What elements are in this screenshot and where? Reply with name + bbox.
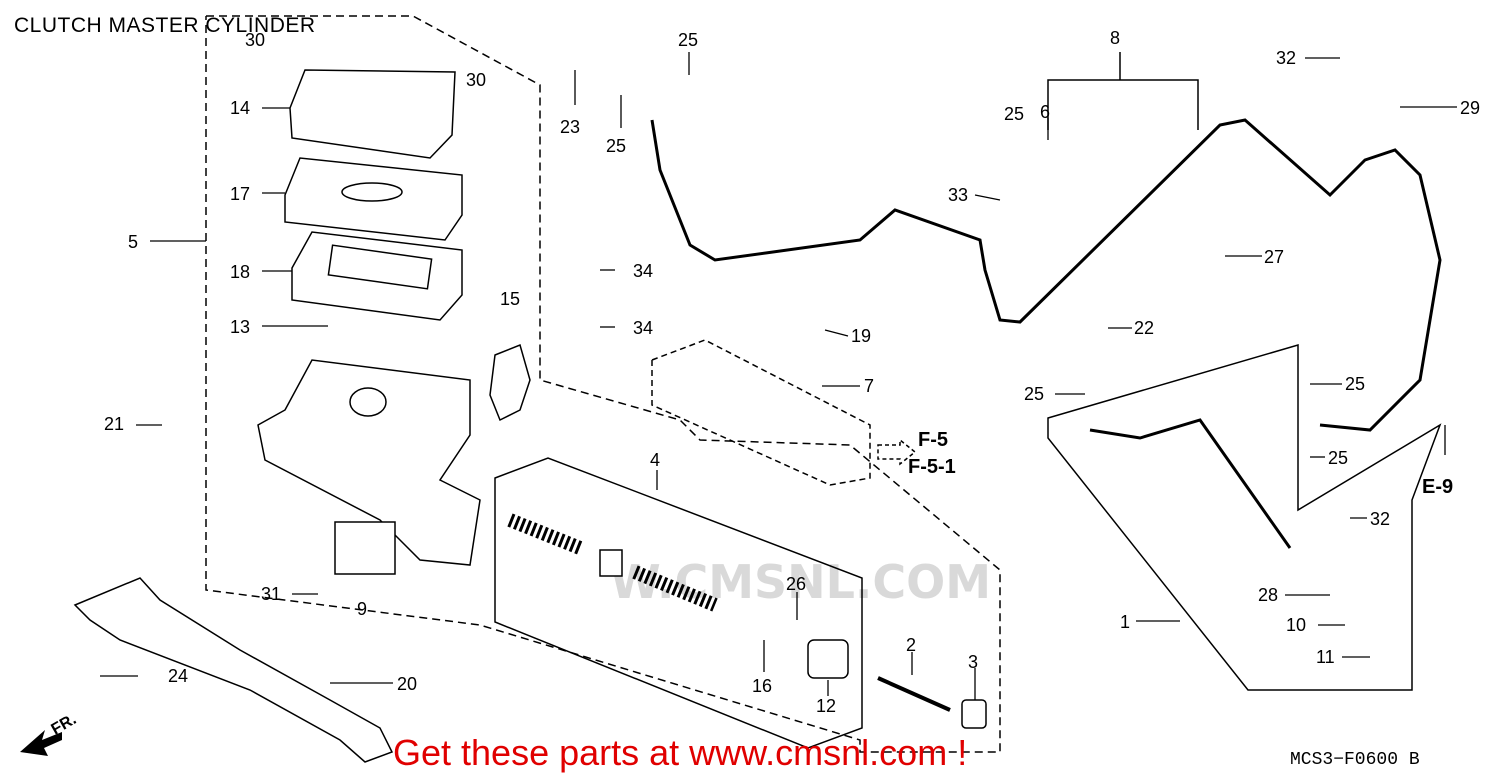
callout: 28: [1258, 585, 1278, 605]
callout: 15: [500, 289, 520, 309]
callout: 22: [1134, 318, 1154, 338]
callout: 27: [1264, 247, 1284, 267]
callout: 10: [1286, 615, 1306, 635]
callout: 17: [230, 184, 250, 204]
front-arrow-icon: FR.: [20, 711, 79, 756]
callout: 11: [1316, 647, 1335, 667]
holder-clamp: [489, 343, 531, 422]
callout: 16: [752, 676, 772, 696]
callout: 7: [864, 376, 874, 396]
callout: 1: [1120, 612, 1130, 632]
callout: 12: [816, 696, 836, 716]
callout: 23: [560, 117, 580, 137]
callout: 32: [1276, 48, 1296, 68]
callout: 8: [1110, 28, 1120, 48]
callout: 18: [230, 262, 250, 282]
hose-1-outline: [1047, 343, 1442, 691]
callout: 34: [633, 318, 653, 338]
ref-label: F-5: [918, 429, 948, 451]
clutch-hose-lower: [1089, 418, 1292, 549]
callout: 3: [968, 652, 978, 672]
callout: 29: [1460, 98, 1480, 118]
callout: 2: [906, 635, 916, 655]
callout: 25: [1004, 104, 1024, 124]
callout: 26: [786, 574, 806, 594]
callout-group: 30 30 14 17 18 13 5 21 31 9 24 20 15 34 …: [104, 28, 1480, 716]
front-label: FR.: [49, 711, 80, 739]
diagram-code: MCS3−F0600 B: [1290, 750, 1420, 770]
watermark: W.CMSNL.COM: [610, 555, 992, 609]
assembly-5-outline: [205, 15, 1001, 753]
callout: 24: [168, 666, 188, 686]
ref-label: E-9: [1422, 476, 1453, 498]
callout: 25: [678, 30, 698, 50]
callout: 5: [128, 232, 138, 252]
callout: 31: [261, 584, 281, 604]
bracket-8-leader: [1047, 79, 1199, 130]
ref-arrow-f5: [877, 438, 917, 466]
callout: 25: [606, 136, 626, 156]
callout: 6: [1040, 102, 1050, 122]
callout: 14: [230, 98, 250, 118]
kit-4-outline: [494, 457, 863, 749]
callout: 30: [466, 70, 486, 90]
footer-link-text[interactable]: Get these parts at www.cmsnl.com !: [393, 732, 968, 773]
callout: 13: [230, 317, 250, 337]
bracket-7-outline: [651, 339, 871, 486]
ref-label: F-5-1: [908, 456, 956, 478]
diaphragm-plate: [284, 157, 463, 241]
callout: 25: [1345, 374, 1365, 394]
callout: 33: [948, 185, 968, 205]
callout: 34: [633, 261, 653, 281]
piston-spring: [507, 513, 583, 555]
clutch-hose-upper: [650, 118, 1442, 432]
callout: 20: [397, 674, 417, 694]
callout: 19: [851, 326, 871, 346]
callout: 21: [104, 414, 124, 434]
callout: 30: [245, 30, 265, 50]
callout: 25: [1328, 448, 1348, 468]
reservoir-cap: [289, 69, 456, 159]
boot: [961, 699, 987, 729]
callout: 32: [1370, 509, 1390, 529]
pushrod: [877, 676, 951, 712]
callout: 25: [1024, 384, 1044, 404]
diaphragm: [291, 231, 463, 321]
clutch-switch: [334, 521, 396, 575]
cup-seal: [807, 639, 849, 679]
clutch-lever: [73, 577, 394, 763]
callout: 9: [357, 599, 367, 619]
diagram-title: CLUTCH MASTER CYLINDER: [14, 14, 316, 37]
master-cylinder-body: [257, 359, 481, 566]
callout: 4: [650, 450, 660, 470]
